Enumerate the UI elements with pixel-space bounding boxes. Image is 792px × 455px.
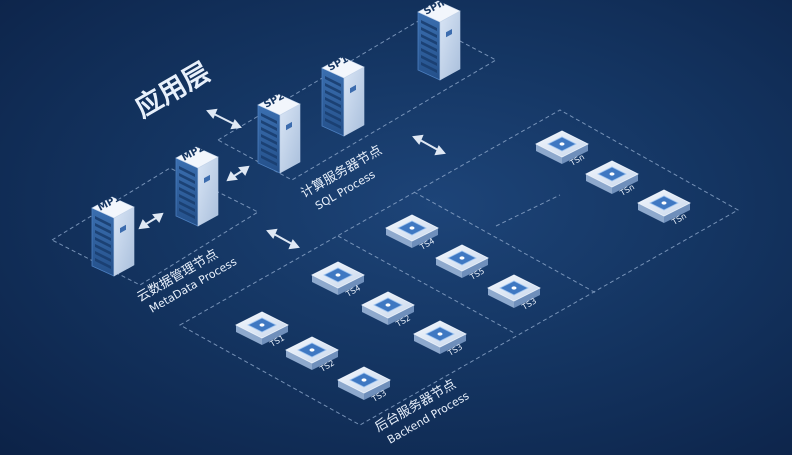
storage-node-g3_3: TS3 — [487, 274, 541, 312]
storage-node-g4_2: TSn — [585, 160, 639, 198]
arrow-mp1-mp2 — [138, 212, 164, 230]
arrow-app-layer — [206, 108, 242, 130]
server-spn: SPn — [417, 0, 461, 81]
server-sp2: SP2 — [257, 91, 301, 174]
backend-divider-3 — [495, 194, 561, 227]
backend-divider-1 — [337, 235, 517, 335]
storage-node-g4_3: TSn — [637, 189, 691, 227]
storage-node-g1_1: TS1 — [235, 311, 289, 349]
sql-area — [216, 19, 498, 181]
storage-node-g4_1: TSn — [535, 130, 589, 168]
server-mp2: MP2 — [175, 143, 219, 227]
storage-node-g2_2: TS2 — [361, 291, 415, 329]
storage-node-g3_2: TS5 — [435, 244, 489, 282]
backend-area — [178, 109, 740, 426]
arrow-backend — [266, 228, 300, 250]
storage-node-g1_2: TS2 — [285, 336, 339, 374]
arrow-sql — [412, 134, 446, 156]
storage-node-g2_3: TS3 — [413, 320, 467, 358]
storage-node-g3_1: TS4 — [385, 214, 439, 252]
backend-divider-2 — [413, 191, 597, 294]
app-layer-title: 应用层 — [130, 56, 216, 124]
storage-node-g2_1: TS4 — [311, 261, 365, 299]
arrow-mp2-sp2 — [226, 165, 250, 182]
server-sp1: SP1 — [321, 54, 365, 137]
server-mp1: MP1 — [91, 193, 135, 277]
storage-node-g1_3: TS3 — [337, 366, 391, 404]
